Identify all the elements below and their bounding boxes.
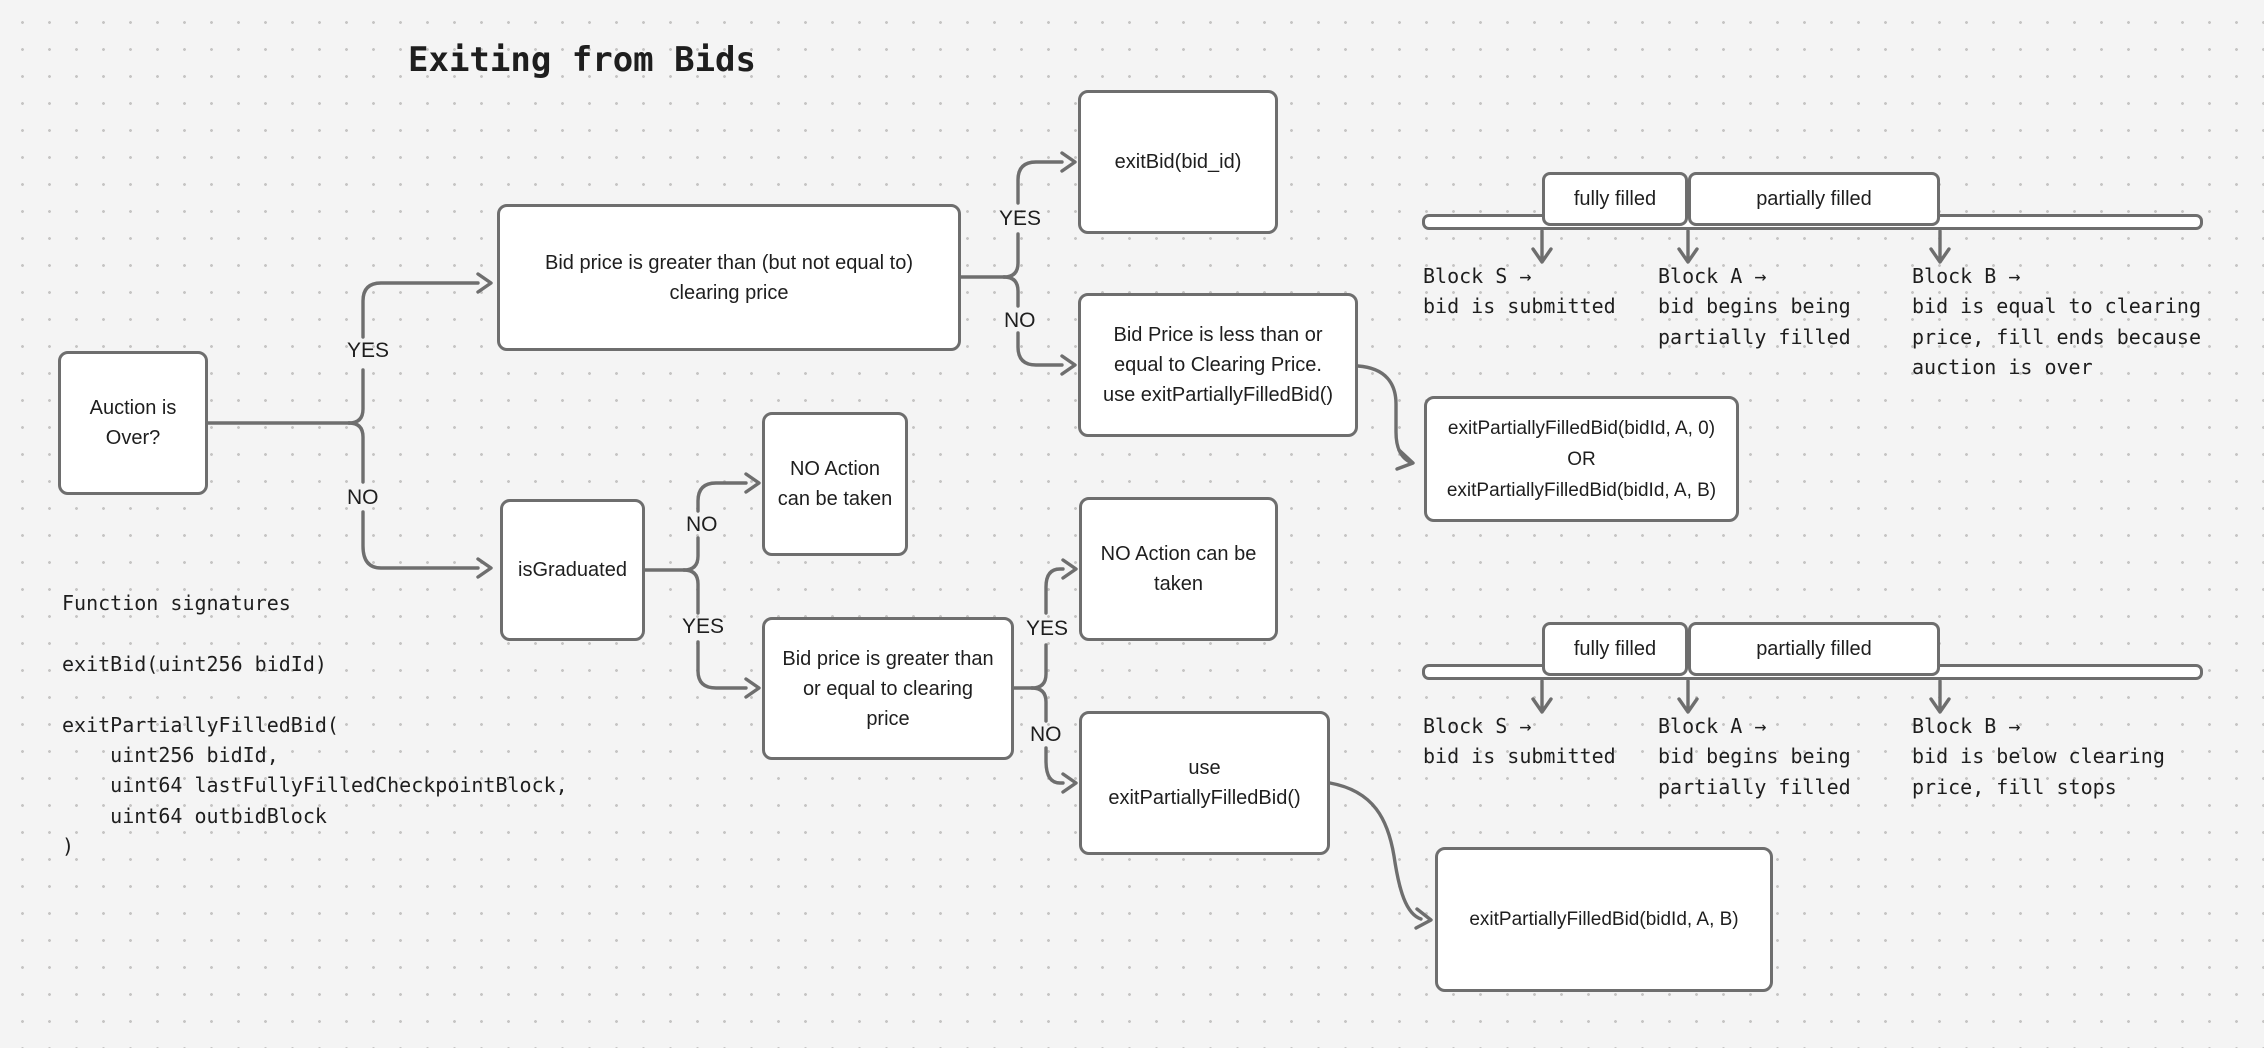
edge-label-ge-no: NO	[1030, 723, 1062, 746]
node-exit-partially-or: exitPartiallyFilledBid(bidId, A, 0) OR e…	[1424, 396, 1739, 522]
node-isgraduated: isGraduated	[500, 499, 645, 641]
node-bid-price-less-equal: Bid Price is less than or equal to Clear…	[1078, 293, 1358, 437]
node-label: exitPartiallyFilledBid(bidId, A, B)	[1469, 909, 1739, 930]
node-label: Bid Price is less than or equal to Clear…	[1102, 324, 1334, 406]
arrowhead	[1414, 907, 1433, 930]
arrowhead	[1060, 151, 1077, 173]
node-label: exitPartiallyFilledBid(bidId, A, 0) OR e…	[1446, 417, 1717, 501]
node-no-action-1: NO Action can be taken	[762, 412, 908, 556]
arrowhead	[1060, 354, 1077, 376]
edge-label-gt-yes: YES	[999, 207, 1042, 230]
timeline-bottom-segment-partially-filled: partially filled	[1688, 622, 1940, 676]
timeline-bottom-segment-fully-filled: fully filled	[1542, 622, 1688, 676]
arrowhead	[744, 472, 761, 494]
segment-label: partially filled	[1756, 187, 1872, 210]
node-bid-price-greater-equal: Bid price is greater than or equal to cl…	[762, 617, 1014, 760]
segment-label: partially filled	[1756, 637, 1872, 660]
timeline-bottom-block-b-note: Block B → bid is below clearing price, f…	[1912, 714, 2165, 799]
timeline-top-block-s-note: Block S → bid is submitted	[1423, 264, 1616, 319]
timeline-bottom-block-a-note: Block A → bid begins being partially fil…	[1658, 714, 1851, 799]
edge-label-gt-no: NO	[1004, 309, 1036, 332]
edge-use-to-exit-ab	[1328, 781, 1433, 930]
edge-bid-gt-split	[959, 151, 1077, 376]
node-no-action-2: NO Action can be taken	[1079, 497, 1278, 641]
edge-isgraduated-split	[643, 472, 761, 699]
arrowhead	[1061, 772, 1078, 794]
timeline-top-segment-fully-filled: fully filled	[1542, 172, 1688, 226]
edge-label-grad-no: NO	[686, 513, 718, 536]
edge-bid-ge-split	[1012, 558, 1078, 794]
edge-label-grad-yes: YES	[682, 615, 725, 638]
node-label: NO Action can be taken	[777, 458, 893, 510]
timeline-top-block-a-note: Block A → bid begins being partially fil…	[1658, 264, 1851, 349]
segment-label: fully filled	[1573, 637, 1657, 660]
node-exit-partially-a-b: exitPartiallyFilledBid(bidId, A, B)	[1435, 847, 1773, 992]
timeline-top-block-b-note: Block B → bid is equal to clearing price…	[1912, 264, 2201, 380]
diagram-title: Exiting from Bids	[408, 40, 756, 80]
node-label: Auction is Over?	[89, 397, 177, 449]
node-label: Bid price is greater than or equal to cl…	[782, 647, 994, 730]
segment-label: fully filled	[1573, 187, 1657, 210]
node-bid-price-greater-not-equal: Bid price is greater than (but not equal…	[497, 204, 961, 351]
edge-label-auction-no: NO	[347, 486, 379, 509]
timeline-bottom-block-s-note: Block S → bid is submitted	[1423, 714, 1616, 769]
node-use-exit-partially: use exitPartiallyFilledBid()	[1079, 711, 1330, 855]
timeline-top-arrows	[1531, 229, 1951, 264]
arrowhead	[476, 272, 493, 294]
function-signatures-note: Function signatures exitBid(uint256 bidI…	[62, 591, 568, 859]
edge-label-ge-yes: YES	[1026, 617, 1069, 640]
node-label: use exitPartiallyFilledBid()	[1108, 757, 1301, 809]
node-label: exitBid(bid_id)	[1114, 151, 1242, 173]
arrowhead	[476, 557, 493, 579]
edge-label-auction-yes: YES	[347, 339, 390, 362]
arrowhead	[744, 677, 761, 699]
node-auction-is-over: Auction is Over?	[58, 351, 208, 495]
arrowhead	[1061, 558, 1078, 580]
arrowhead	[1395, 448, 1415, 471]
edge-auction-split	[205, 272, 493, 579]
node-label: isGraduated	[518, 559, 627, 581]
node-label: Bid price is greater than (but not equal…	[545, 251, 913, 304]
timeline-top-segment-partially-filled: partially filled	[1688, 172, 1940, 226]
node-exitbid: exitBid(bid_id)	[1078, 90, 1278, 234]
edge-bid-le-to-or	[1356, 364, 1415, 471]
node-label: NO Action can be taken	[1100, 543, 1257, 595]
timeline-bottom-arrows	[1531, 679, 1951, 714]
